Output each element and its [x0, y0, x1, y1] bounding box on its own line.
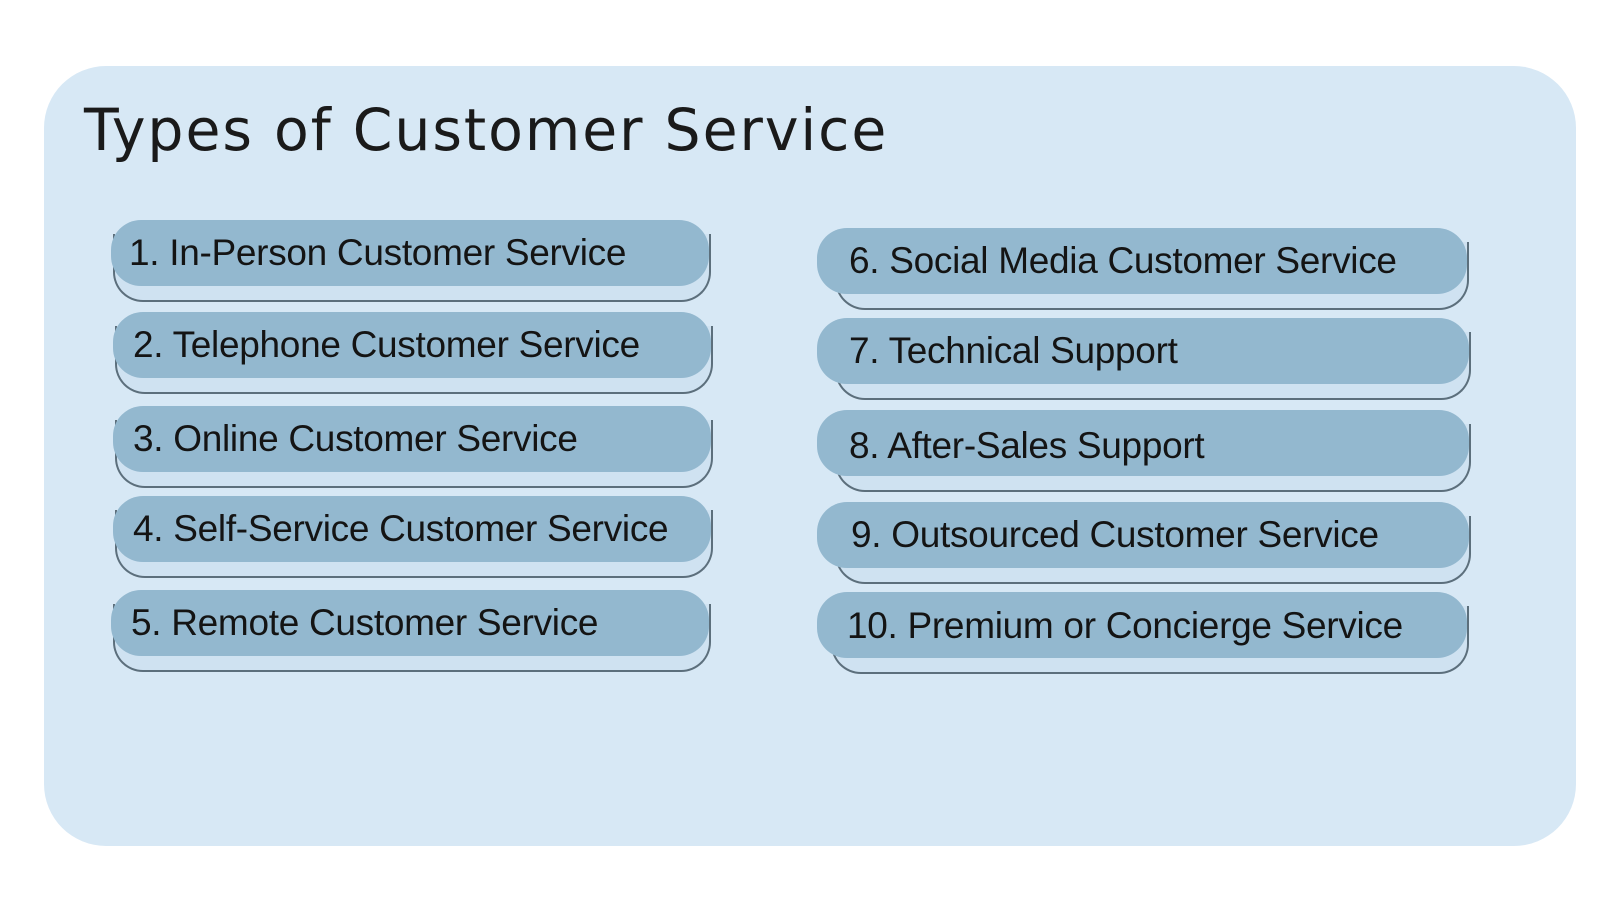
pill-label: 5. Remote Customer Service	[111, 590, 709, 656]
pill-label: 3. Online Customer Service	[113, 406, 711, 472]
list-item-premium-concierge: 10. Premium or Concierge Service	[817, 592, 1469, 674]
list-item-self-service: 4. Self-Service Customer Service	[113, 496, 713, 578]
list-item-telephone: 2. Telephone Customer Service	[113, 312, 713, 394]
pill-label: 8. After-Sales Support	[817, 410, 1469, 476]
list-item-after-sales: 8. After-Sales Support	[817, 410, 1471, 492]
list-item-social-media: 6. Social Media Customer Service	[817, 228, 1469, 310]
pill-label: 4. Self-Service Customer Service	[113, 496, 711, 562]
pill-label: 6. Social Media Customer Service	[817, 228, 1467, 294]
pill-label: 1. In-Person Customer Service	[111, 220, 709, 286]
pill-label: 2. Telephone Customer Service	[113, 312, 711, 378]
page-title: Types of Customer Service	[84, 96, 889, 164]
list-item-online: 3. Online Customer Service	[113, 406, 713, 488]
pill-label: 7. Technical Support	[817, 318, 1469, 384]
pill-label: 10. Premium or Concierge Service	[817, 592, 1467, 658]
list-item-in-person: 1. In-Person Customer Service	[111, 220, 711, 302]
list-item-remote: 5. Remote Customer Service	[111, 590, 711, 672]
pill-label: 9. Outsourced Customer Service	[817, 502, 1469, 568]
list-item-outsourced: 9. Outsourced Customer Service	[817, 502, 1471, 584]
list-item-technical-support: 7. Technical Support	[817, 318, 1471, 400]
